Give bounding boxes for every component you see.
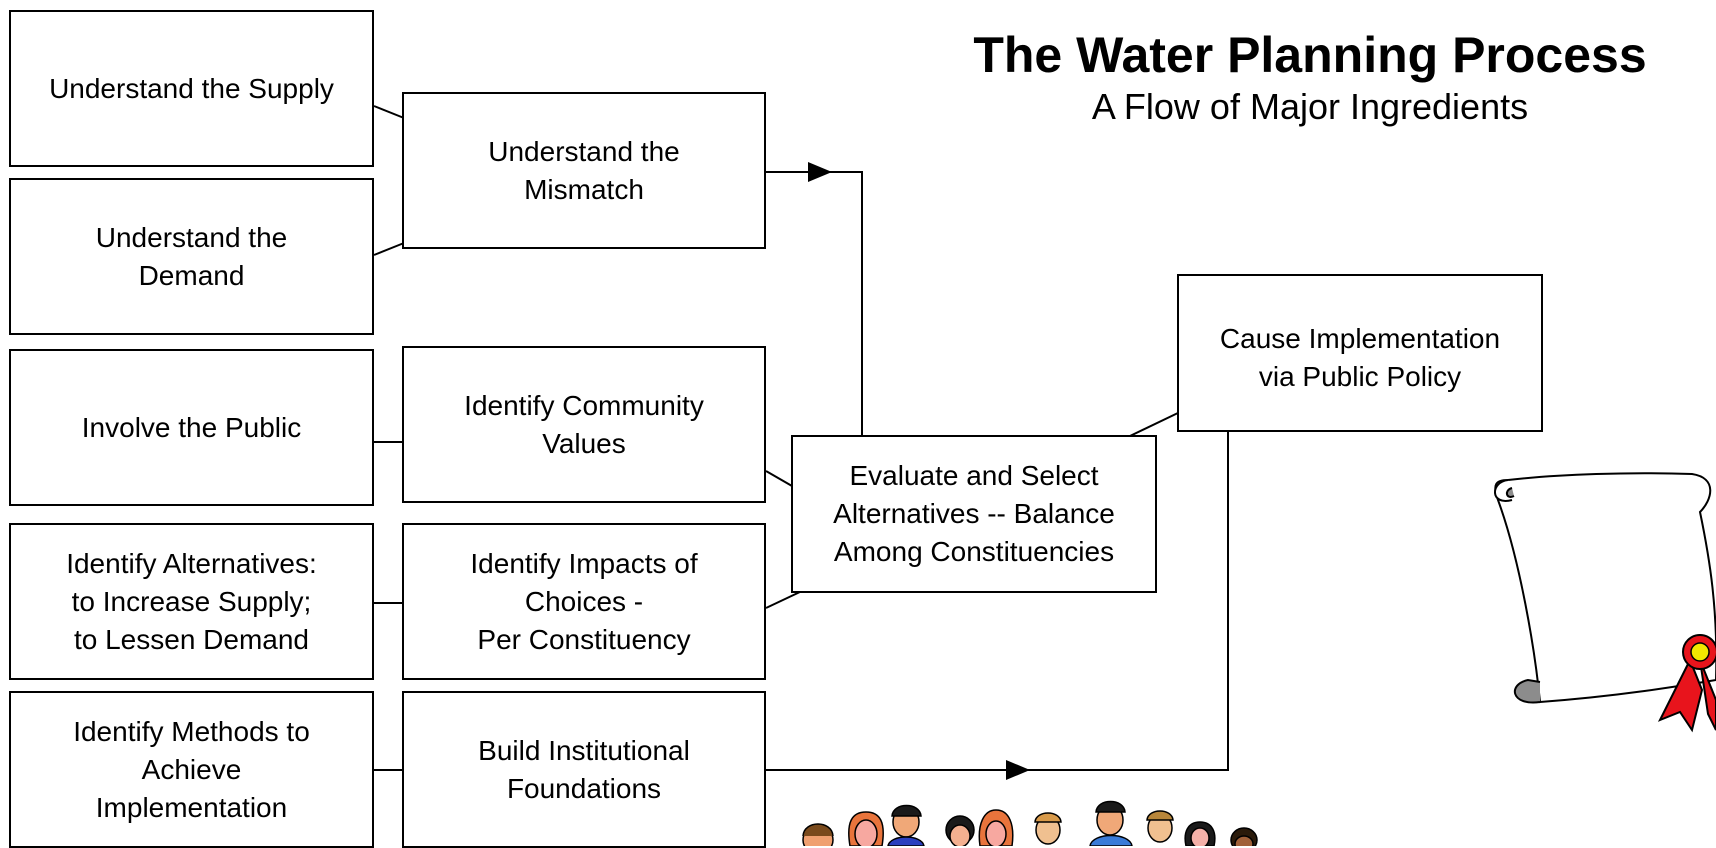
mismatch-to-evaluate-line: [766, 171, 863, 436]
box-involve-public: Involve the Public: [9, 349, 374, 506]
person-icon: [1230, 827, 1258, 846]
box-evaluate-select: Evaluate and Select Alternatives -- Bala…: [791, 435, 1157, 593]
values-to-evaluate-line: [765, 470, 793, 487]
person-icon: [945, 815, 975, 846]
arrowhead-icon: [1006, 760, 1030, 780]
demand-to-mismatch-line: [373, 242, 405, 256]
award-ribbon-icon: [1657, 634, 1716, 733]
diagram-title: The Water Planning Process: [973, 27, 1647, 83]
box-understand-demand: Understand the Demand: [9, 178, 374, 335]
box-community-values: Identify Community Values: [402, 346, 766, 503]
person-icon: [802, 823, 834, 846]
box-identify-alternatives: Identify Alternatives: to Increase Suppl…: [9, 523, 374, 680]
box-institutional-foundations: Build Institutional Foundations: [402, 691, 766, 848]
supply-to-mismatch-line: [373, 105, 405, 119]
box-understand-mismatch: Understand the Mismatch: [402, 92, 766, 249]
box-impacts-of-choices: Identify Impacts of Choices - Per Consti…: [402, 523, 766, 680]
box-cause-implementation: Cause Implementation via Public Policy: [1177, 274, 1543, 432]
foundations-to-implementation-line: [766, 431, 1229, 771]
person-icon: [1034, 812, 1062, 845]
evaluate-to-implementation-line: [1129, 411, 1181, 437]
person-icon: [1089, 800, 1133, 846]
person-icon: [848, 811, 884, 846]
box-understand-supply: Understand the Supply: [9, 10, 374, 167]
arrowhead-icon: [808, 162, 832, 182]
person-icon: [978, 809, 1014, 846]
impacts-to-evaluate-line: [765, 590, 803, 609]
person-icon: [1146, 810, 1174, 843]
person-icon: [887, 804, 925, 846]
diagram-subtitle: A Flow of Major Ingredients: [1091, 86, 1529, 127]
person-icon: [1184, 821, 1216, 846]
